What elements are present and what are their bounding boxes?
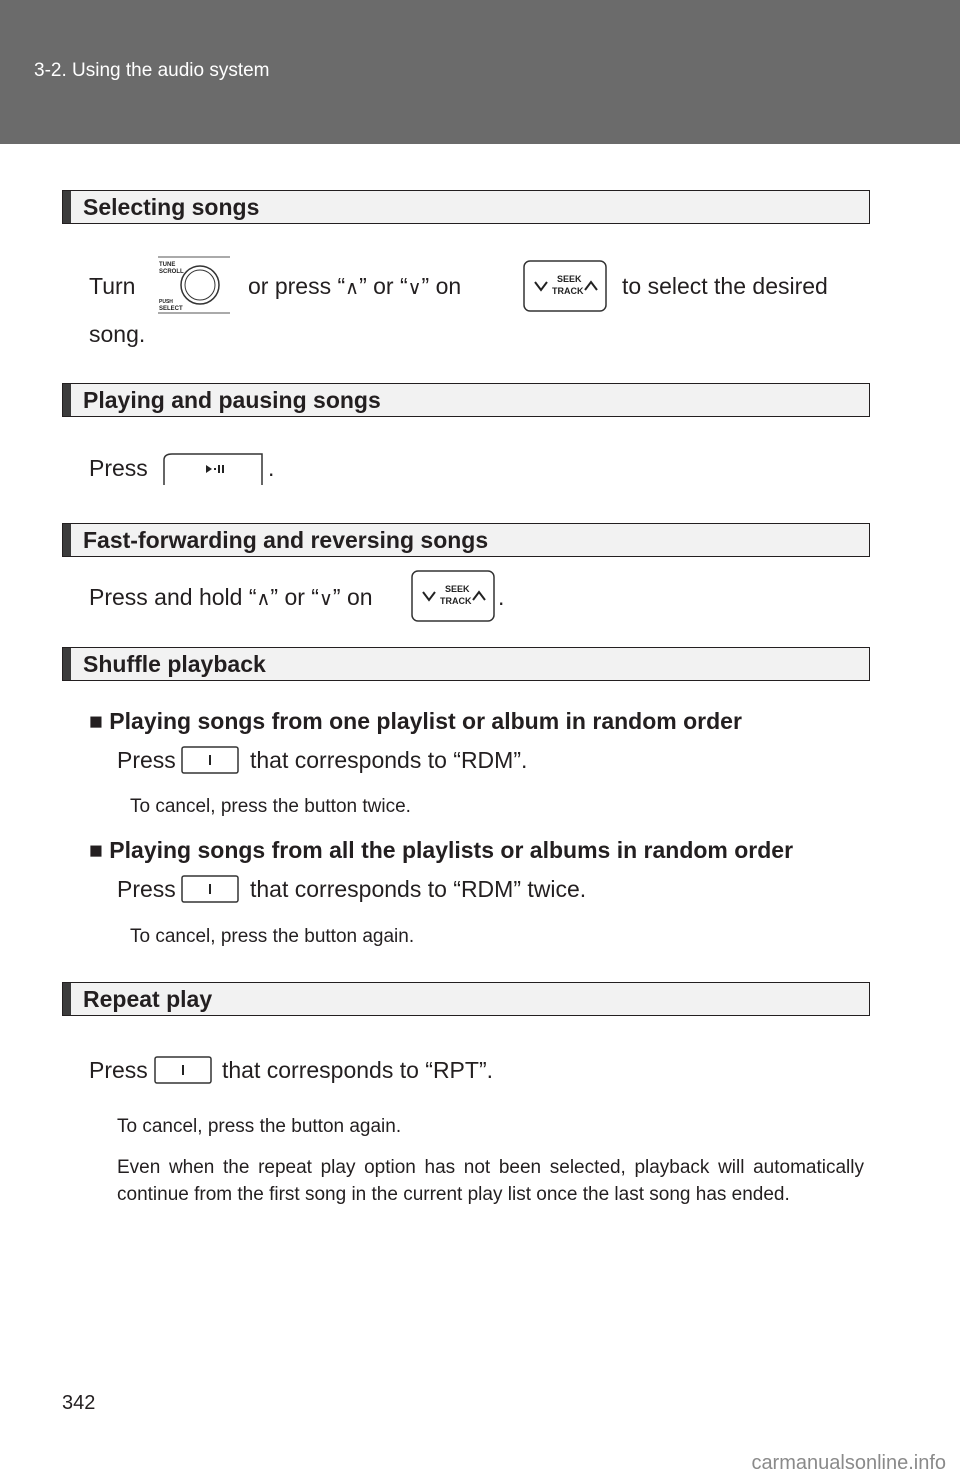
text: Press [117, 876, 176, 902]
seek-track-button-icon: SEEK TRACK [523, 260, 607, 312]
svg-text:SEEK: SEEK [445, 584, 470, 594]
page-number: 342 [62, 1392, 96, 1414]
section-header-repeat: Repeat play [62, 982, 870, 1016]
watermark: carmanualsonline.info [751, 1452, 946, 1474]
text: ” on [421, 273, 462, 299]
instruction-line: to select the desired [622, 273, 828, 299]
breadcrumb: 3-2. Using the audio system [34, 60, 270, 81]
section-title: Shuffle playback [83, 651, 266, 677]
section-header-fast-forward: Fast-forwarding and reversing songs [62, 523, 870, 557]
svg-text:TRACK: TRACK [440, 596, 472, 606]
up-icon: ∧ [345, 278, 360, 299]
instruction-line: or press “∧” or “∨” on [248, 273, 461, 300]
text: or press “ [248, 273, 346, 299]
square-bullet-icon: ■ [89, 708, 103, 734]
note: To cancel, press the button twice. [130, 796, 411, 817]
instruction-line: song. [89, 321, 146, 347]
svg-text:TRACK: TRACK [552, 286, 584, 296]
instruction-line: that corresponds to “RDM”. [250, 747, 528, 773]
svg-text:SELECT: SELECT [159, 306, 183, 312]
preset-button-icon [181, 875, 239, 903]
text: ” on [332, 584, 373, 610]
text: Playing songs from one playlist or album… [109, 708, 742, 734]
text: Press and hold “ [89, 584, 257, 610]
svg-text:TUNE: TUNE [159, 262, 175, 268]
section-header-shuffle: Shuffle playback [62, 647, 870, 681]
instruction-line: that corresponds to “RPT”. [222, 1057, 493, 1083]
section-title: Playing and pausing songs [83, 387, 381, 413]
note: To cancel, press the button again. [117, 1116, 402, 1137]
text: Press [117, 747, 176, 773]
text: ” or “ [270, 584, 319, 610]
page-header: 3-2. Using the audio system [0, 0, 960, 144]
note-paragraph: Even when the repeat play option has not… [117, 1157, 864, 1205]
preset-button-icon [154, 1056, 212, 1084]
instruction-line: that corresponds to “RDM” twice. [250, 876, 587, 902]
instruction-line: Press and hold “∧” or “∨” on [89, 584, 373, 611]
instruction-line: . [268, 455, 275, 481]
down-icon: ∨ [407, 278, 422, 299]
instruction-line: Press [89, 455, 148, 482]
text: Playing songs from all the playlists or … [109, 837, 794, 863]
instruction-line: Turn [89, 273, 135, 300]
seek-track-button-icon: SEEK TRACK [411, 570, 495, 622]
square-bullet-icon: ■ [89, 837, 103, 863]
instruction-line: Press [117, 747, 176, 774]
tune-scroll-knob-icon: TUNE SCROLL PUSH SELECT [156, 256, 232, 314]
up-icon: ∧ [256, 589, 271, 610]
section-header-playing-pausing: Playing and pausing songs [62, 383, 870, 417]
svg-text:SEEK: SEEK [557, 274, 582, 284]
svg-text:PUSH: PUSH [159, 299, 173, 305]
instruction-line: Press [89, 1057, 148, 1084]
text: Press [89, 455, 148, 481]
subheading: ■ Playing songs from one playlist or alb… [89, 708, 742, 735]
note: To cancel, press the button again. [130, 926, 415, 947]
play-pause-button-icon [162, 452, 264, 486]
down-icon: ∨ [318, 589, 333, 610]
preset-button-icon [181, 746, 239, 774]
instruction-line: . [498, 584, 505, 610]
text: Press [89, 1057, 148, 1083]
section-title: Repeat play [83, 986, 213, 1012]
instruction-line: Press [117, 876, 176, 903]
section-title: Fast-forwarding and reversing songs [83, 527, 489, 553]
text: Turn [89, 273, 136, 299]
section-header-selecting-songs: Selecting songs [62, 190, 870, 224]
svg-text:SCROLL: SCROLL [159, 269, 184, 275]
section-title: Selecting songs [83, 194, 260, 220]
subheading: ■ Playing songs from all the playlists o… [89, 837, 793, 864]
text: ” or “ [359, 273, 408, 299]
